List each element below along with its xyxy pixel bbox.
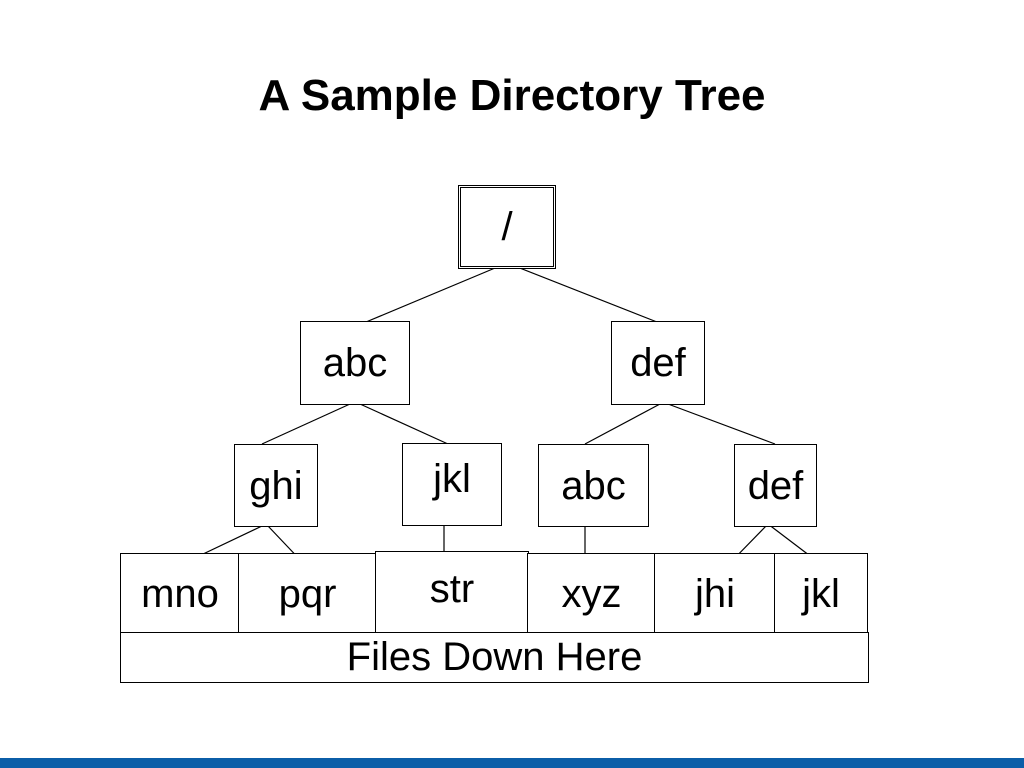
node-abc-label: abc — [322, 341, 388, 385]
file-jhi-label: jhi — [694, 571, 736, 616]
file-pqr: pqr — [238, 553, 377, 634]
file-str: str — [375, 551, 529, 634]
edge-root-abc — [365, 262, 508, 323]
file-mno: mno — [120, 553, 240, 634]
node-abc-2-label: abc — [561, 463, 626, 508]
node-def: def — [611, 321, 705, 405]
node-jkl-label: jkl — [433, 456, 471, 501]
slide-title: A Sample Directory Tree — [258, 71, 766, 120]
file-xyz: xyz — [527, 553, 656, 634]
files-caption: Files Down Here — [346, 635, 643, 679]
file-mno-label: mno — [141, 571, 219, 616]
edge-def-abc — [584, 403, 661, 445]
node-root-label: / — [501, 205, 513, 249]
edge-def-def — [667, 403, 776, 445]
node-ghi: ghi — [234, 444, 318, 527]
node-root: / — [458, 185, 556, 269]
file-jhi: jhi — [654, 553, 776, 634]
file-xyz-label: xyz — [561, 571, 622, 616]
edge-abc-jkl — [359, 403, 449, 445]
node-jkl: jkl — [402, 443, 502, 526]
node-def-label: def — [630, 341, 686, 385]
edge-abc-ghi — [261, 403, 351, 445]
edge-root-def — [506, 262, 658, 323]
bottom-accent-bar — [0, 758, 1024, 768]
file-jkl: jkl — [774, 553, 868, 634]
node-def-2-label: def — [747, 463, 804, 508]
node-def-2: def — [734, 444, 817, 527]
file-jkl-label: jkl — [802, 571, 840, 616]
node-ghi-label: ghi — [249, 463, 303, 508]
files-caption-box: Files Down Here — [120, 632, 869, 683]
node-abc-2: abc — [538, 444, 649, 527]
node-abc: abc — [300, 321, 410, 405]
file-str-label: str — [429, 566, 475, 611]
file-pqr-label: pqr — [278, 571, 337, 616]
